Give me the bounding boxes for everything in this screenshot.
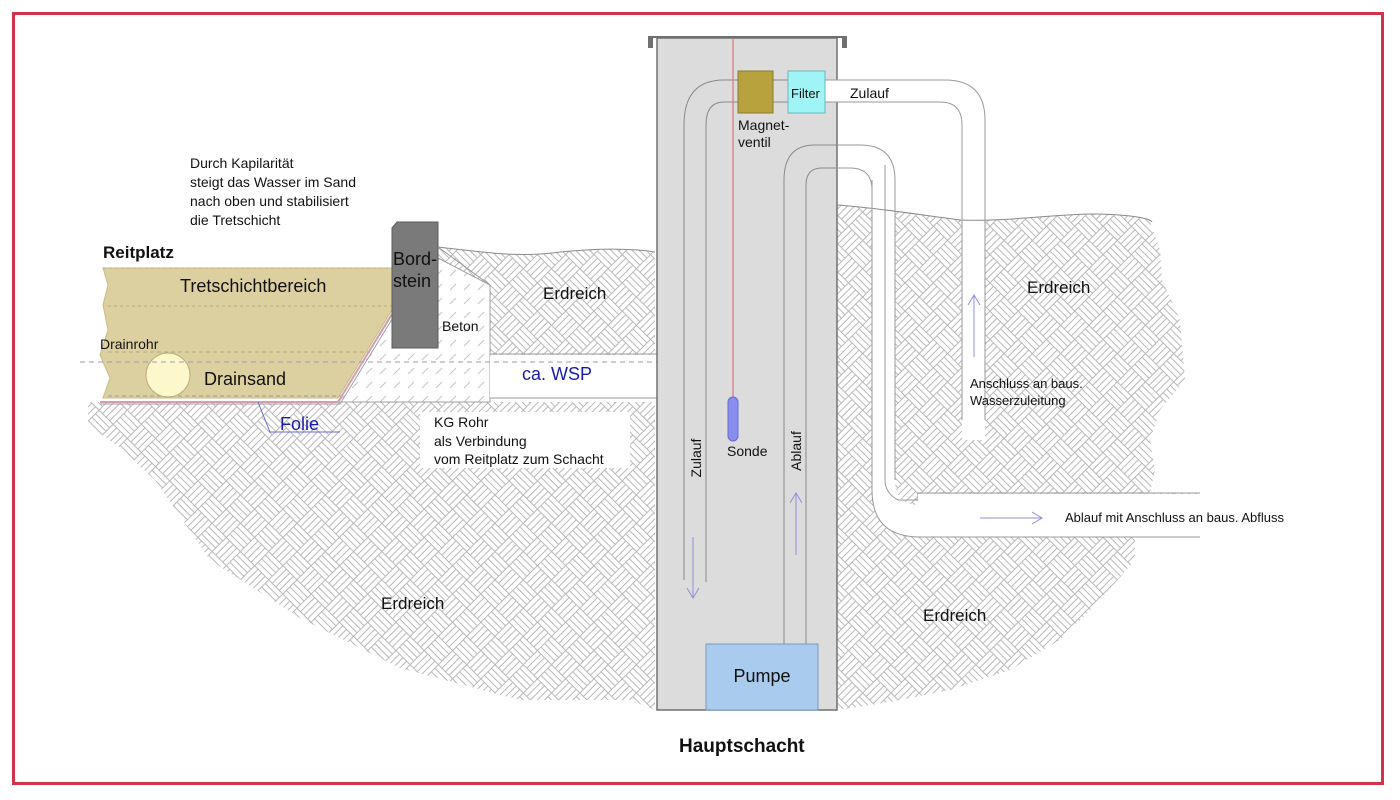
kg-pipe-note-line-1: KG Rohr [434, 414, 489, 430]
kg-note-background [420, 412, 630, 468]
outflow-pipe [818, 145, 1200, 538]
pump-box [705, 643, 819, 711]
ground-line-middle [437, 246, 656, 255]
red-frame-border [12, 12, 1384, 785]
arrow-down-inflow-icon [686, 537, 700, 599]
outflow-vertical-label: Ablauf [788, 431, 804, 471]
soil-upper-right-label: Erdreich [1027, 278, 1091, 297]
capillary-note-line-3: nach oben und stabilisiert [190, 193, 349, 209]
kg-pipe [490, 353, 672, 399]
filter-label: Filter [791, 86, 820, 101]
drain-pipe-circle [145, 352, 191, 398]
kg-pipe-note-line-3: vom Reitplatz zum Schacht [434, 451, 604, 467]
water-supply-note-line-1: Anschluss an baus. [970, 376, 1083, 391]
water-supply-note: Anschluss an baus. Wasserzuleitung [970, 375, 1083, 409]
foil-label: Folie [280, 414, 320, 434]
soil-right-region [837, 205, 1200, 710]
main-shaft [648, 36, 847, 711]
riding-arena-label: Reitplatz [103, 243, 174, 262]
curb-label: Bord- stein [393, 248, 437, 292]
soil-upper-middle-region [438, 247, 655, 355]
solenoid-valve-label: Magnet- ventil [738, 117, 789, 151]
ground-line-right [836, 204, 1153, 223]
solenoid-valve-box [737, 70, 774, 114]
capillary-note: Durch Kapilarität steigt das Wasser im S… [190, 154, 356, 230]
inflow-top-label: Zulauf [850, 85, 889, 101]
water-level-label: ca. WSP [522, 364, 593, 384]
water-supply-note-line-2: Wasserzuleitung [970, 393, 1066, 408]
main-shaft-title: Hauptschacht [679, 736, 805, 757]
flow-arrows [686, 294, 1043, 599]
capillary-note-line-2: steigt das Wasser im Sand [190, 174, 356, 190]
soil-lower-right-label: Erdreich [923, 606, 987, 625]
kg-pipe-note: KG Rohr als Verbindung vom Reitplatz zum… [434, 413, 604, 469]
capillary-note-line-4: die Tretschicht [190, 212, 281, 228]
drain-pipe-label: Drainrohr [100, 336, 159, 352]
curb-label-line-1: Bord- [393, 249, 438, 269]
probe-sensor [727, 396, 739, 442]
pump-label: Pumpe [733, 666, 791, 686]
arrow-right-outflow-icon [980, 511, 1043, 525]
arrow-up-water-supply-icon [967, 294, 981, 357]
soil-lower-left-label: Erdreich [381, 594, 445, 613]
arrow-up-outflow-icon [789, 492, 803, 555]
inflow-pipe-outside [825, 79, 986, 420]
filter-box [787, 70, 826, 114]
drain-sand-label: Drainsand [204, 369, 287, 389]
probe-label: Sonde [727, 443, 768, 459]
outflow-note: Ablauf mit Anschluss an baus. Abfluss [1065, 510, 1284, 525]
concrete-label: Beton [442, 318, 479, 334]
curb-label-line-2: stein [393, 271, 432, 291]
inflow-vertical-label: Zulauf [688, 438, 704, 478]
solenoid-valve-label-line-2: ventil [738, 134, 771, 150]
kg-pipe-note-line-2: als Verbindung [434, 432, 527, 449]
curb-stone [391, 221, 439, 349]
capillary-note-line-1: Durch Kapilarität [190, 155, 294, 171]
outflow-pipe-bend [837, 144, 896, 490]
solenoid-valve-label-line-1: Magnet- [738, 117, 790, 133]
foil-leader-line [257, 401, 340, 433]
soil-upper-left-label: Erdreich [543, 284, 607, 303]
soil-left-region [88, 402, 655, 710]
tread-layer-label: Tretschichtbereich [180, 276, 327, 296]
